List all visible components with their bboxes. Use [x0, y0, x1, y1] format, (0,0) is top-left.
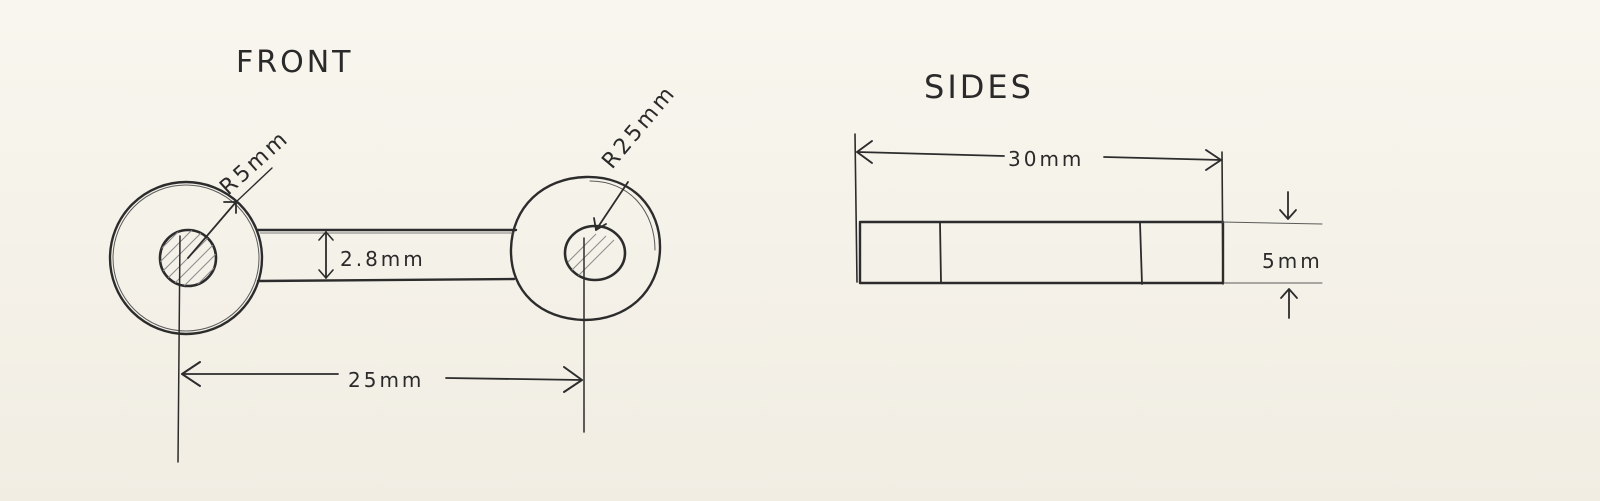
bar-height-arrow-bottom	[318, 269, 334, 279]
right-boss-retrace	[589, 180, 656, 251]
bar-bottom-edge	[256, 277, 516, 283]
right-hole	[563, 224, 627, 282]
left-center-line	[177, 235, 181, 463]
side-left-extension	[854, 133, 858, 283]
left-radius-leader	[187, 201, 237, 259]
right-radius-label: R25mm	[597, 80, 681, 174]
front-view: FRONT	[108, 45, 682, 463]
center-distance-arrow-right	[563, 366, 583, 393]
right-hole-shading	[567, 233, 615, 279]
left-hole	[158, 228, 218, 288]
left-boss-outline-retrace	[112, 184, 260, 332]
bar-height-arrow-top	[318, 231, 334, 241]
right-radius-leader	[595, 181, 629, 231]
length-arrow-right	[1205, 149, 1222, 171]
center-distance-arrow-left	[181, 361, 201, 387]
front-view-title: FRONT	[236, 45, 353, 80]
thickness-extension-top	[1221, 221, 1323, 225]
right-boss-outline	[509, 175, 662, 322]
left-radius-leader-ext	[235, 167, 273, 203]
center-distance-label: 25mm	[348, 368, 424, 392]
right-radius-arrowhead	[593, 217, 607, 231]
side-view-title: SIDES	[924, 68, 1034, 106]
center-distance-dim-right	[445, 377, 583, 381]
bar-height-label: 2.8mm	[340, 247, 426, 271]
length-label: 30mm	[1008, 147, 1084, 171]
side-boss-edge-left	[939, 222, 942, 283]
side-view: SIDES 30mm 5mm	[854, 68, 1323, 319]
left-radius-label: R5mm	[215, 126, 294, 201]
side-part-outline	[858, 220, 1225, 285]
length-arrow-left	[856, 140, 873, 164]
thickness-label: 5mm	[1262, 249, 1323, 273]
length-dim-right	[1103, 156, 1222, 161]
side-boss-edge-right	[1139, 222, 1143, 285]
left-boss-outline	[108, 180, 264, 336]
thickness-arrow-top-head	[1279, 209, 1297, 220]
thickness-arrow-bottom-head	[1280, 288, 1298, 299]
length-dim-left	[856, 151, 1005, 157]
